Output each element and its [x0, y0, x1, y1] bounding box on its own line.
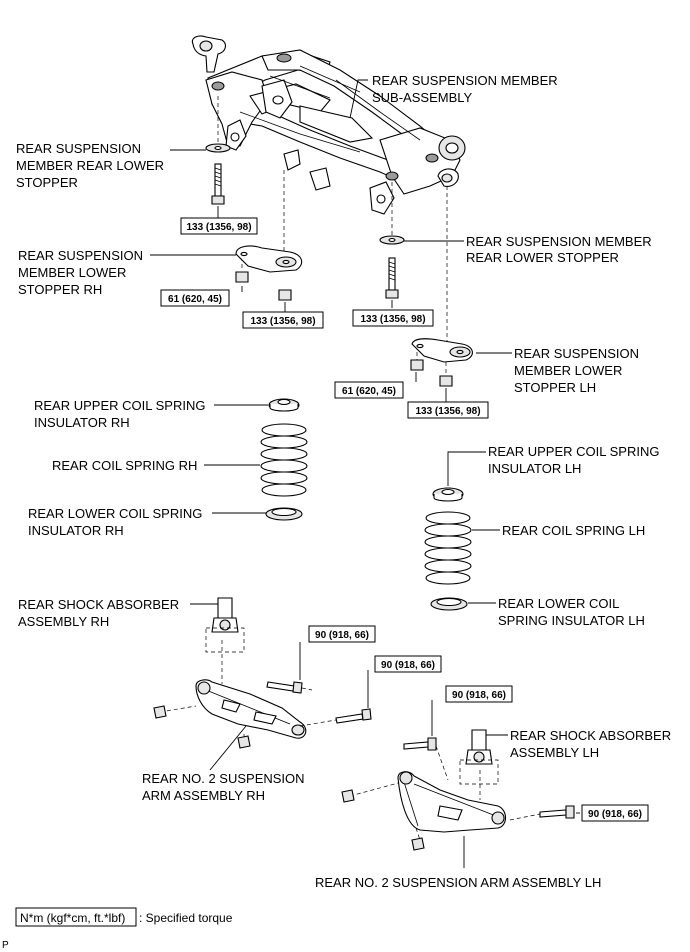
svg-text:REAR COIL SPRING LH: REAR COIL SPRING LH	[502, 523, 645, 538]
lower-coil-insulator-lh	[430, 597, 468, 611]
bolt-icon	[266, 681, 303, 694]
coil-spring-rh	[260, 423, 308, 497]
svg-text:REAR SUSPENSION: REAR SUSPENSION	[514, 346, 639, 361]
label-shock-absorber-rh: REAR SHOCK ABSORBER ASSEMBLY RH	[18, 597, 179, 629]
svg-text:REAR NO. 2 SUSPENSION: REAR NO. 2 SUSPENSION	[142, 771, 305, 786]
torque-legend: N*m (kgf*cm, ft.*lbf) : Specified torque	[15, 907, 233, 927]
shock-absorber-rh	[205, 597, 245, 653]
label-shock-absorber-lh: REAR SHOCK ABSORBER ASSEMBLY LH	[510, 728, 671, 760]
svg-text:MEMBER LOWER: MEMBER LOWER	[514, 363, 622, 378]
torque-box: 61 (620, 45)	[160, 289, 230, 307]
nut-icon	[410, 359, 453, 387]
svg-text:REAR SUSPENSION MEMBER: REAR SUSPENSION MEMBER	[372, 73, 558, 88]
svg-text:REAR SUSPENSION MEMBER: REAR SUSPENSION MEMBER	[466, 234, 652, 249]
svg-text:REAR UPPER COIL SPRING: REAR UPPER COIL SPRING	[34, 398, 205, 413]
member-rear-lower-stopper-left	[205, 143, 231, 153]
alignment-lines	[159, 96, 541, 841]
svg-text:133 (1356, 98): 133 (1356, 98)	[360, 314, 425, 325]
svg-text:90 (918, 66): 90 (918, 66)	[315, 630, 369, 641]
svg-text:REAR LOWER COIL SPRING: REAR LOWER COIL SPRING	[28, 506, 202, 521]
label-coil-spring-lh: REAR COIL SPRING LH	[502, 523, 645, 538]
svg-text:61 (620, 45): 61 (620, 45)	[342, 386, 396, 397]
torque-box: 90 (918, 66)	[581, 804, 649, 822]
figure-code: P	[2, 940, 9, 951]
label-arm-rh: REAR NO. 2 SUSPENSION ARM ASSEMBLY RH	[142, 771, 305, 803]
nut-icon	[235, 271, 292, 301]
svg-text:133 (1356, 98): 133 (1356, 98)	[186, 222, 251, 233]
svg-text:REAR UPPER COIL SPRING: REAR UPPER COIL SPRING	[488, 444, 659, 459]
label-lower-coil-insulator-rh: REAR LOWER COIL SPRING INSULATOR RH	[28, 506, 202, 538]
svg-text:REAR NO. 2 SUSPENSION ARM ASSE: REAR NO. 2 SUSPENSION ARM ASSEMBLY LH	[315, 875, 601, 890]
member-lower-stopper-rh	[235, 245, 303, 273]
legend-unit: N*m (kgf*cm, ft.*lbf)	[20, 911, 125, 925]
coil-spring-lh	[424, 511, 472, 585]
nut-icon	[153, 705, 251, 749]
torque-box: 133 (1356, 98)	[242, 311, 324, 329]
label-member-lower-stopper-rh: REAR SUSPENSION MEMBER LOWER STOPPER RH	[18, 248, 143, 297]
label-coil-spring-rh: REAR COIL SPRING RH	[52, 458, 197, 473]
svg-text:133 (1356, 98): 133 (1356, 98)	[250, 316, 315, 327]
svg-text:MEMBER REAR LOWER: MEMBER REAR LOWER	[16, 158, 164, 173]
svg-text:90 (918, 66): 90 (918, 66)	[588, 809, 642, 820]
svg-text:STOPPER LH: STOPPER LH	[514, 380, 596, 395]
leader-lines	[150, 79, 580, 868]
lower-coil-insulator-rh	[265, 507, 303, 521]
member-lower-stopper-lh	[411, 338, 473, 363]
svg-text:STOPPER RH: STOPPER RH	[18, 282, 102, 297]
bolt-icon	[385, 257, 399, 299]
bolt-icon	[403, 737, 437, 751]
svg-text:SPRING INSULATOR LH: SPRING INSULATOR LH	[498, 613, 645, 628]
svg-text:REAR LOWER STOPPER: REAR LOWER STOPPER	[466, 250, 619, 265]
bolt-icon	[539, 805, 575, 819]
label-upper-coil-insulator-rh: REAR UPPER COIL SPRING INSULATOR RH	[34, 398, 205, 430]
nut-icon	[341, 789, 425, 851]
torque-box: 61 (620, 45)	[334, 381, 404, 399]
label-member-subassembly: REAR SUSPENSION MEMBER SUB-ASSEMBLY	[372, 73, 558, 105]
suspension-arm-rh	[195, 679, 307, 739]
svg-text:90 (918, 66): 90 (918, 66)	[381, 660, 435, 671]
rear-suspension-member-subassembly	[191, 35, 466, 215]
torque-box: 90 (918, 66)	[374, 655, 442, 673]
legend-text: : Specified torque	[139, 911, 233, 925]
bolt-icon	[335, 708, 372, 724]
svg-text:INSULATOR LH: INSULATOR LH	[488, 461, 581, 476]
bolt-icon	[211, 163, 225, 205]
upper-coil-insulator-lh	[432, 487, 464, 502]
torque-box: 133 (1356, 98)	[180, 217, 258, 235]
svg-text:ASSEMBLY LH: ASSEMBLY LH	[510, 745, 599, 760]
svg-text:ASSEMBLY RH: ASSEMBLY RH	[18, 614, 109, 629]
label-lower-coil-insulator-lh: REAR LOWER COIL SPRING INSULATOR LH	[498, 596, 645, 628]
label-arm-lh: REAR NO. 2 SUSPENSION ARM ASSEMBLY LH	[315, 875, 601, 890]
svg-text:MEMBER LOWER: MEMBER LOWER	[18, 265, 126, 280]
svg-text:90 (918, 66): 90 (918, 66)	[452, 690, 506, 701]
svg-text:REAR LOWER COIL: REAR LOWER COIL	[498, 596, 619, 611]
label-upper-coil-insulator-lh: REAR UPPER COIL SPRING INSULATOR LH	[488, 444, 659, 476]
torque-box: 90 (918, 66)	[308, 625, 376, 643]
svg-text:INSULATOR RH: INSULATOR RH	[34, 415, 130, 430]
svg-text:REAR COIL SPRING RH: REAR COIL SPRING RH	[52, 458, 197, 473]
torque-box: 90 (918, 66)	[445, 685, 513, 703]
label-member-rear-lower-stopper-left: REAR SUSPENSION MEMBER REAR LOWER STOPPE…	[16, 141, 164, 190]
svg-text:STOPPER: STOPPER	[16, 175, 78, 190]
member-rear-lower-stopper-right	[379, 235, 405, 245]
shock-absorber-lh	[459, 729, 499, 785]
upper-coil-insulator-rh	[268, 398, 300, 412]
suspension-arm-lh	[397, 771, 507, 833]
svg-text:INSULATOR RH: INSULATOR RH	[28, 523, 124, 538]
svg-text:REAR SHOCK ABSORBER: REAR SHOCK ABSORBER	[510, 728, 671, 743]
svg-text:REAR SUSPENSION: REAR SUSPENSION	[16, 141, 141, 156]
label-member-rear-lower-stopper-right: REAR SUSPENSION MEMBER REAR LOWER STOPPE…	[466, 234, 652, 265]
svg-text:ARM ASSEMBLY RH: ARM ASSEMBLY RH	[142, 788, 265, 803]
svg-text:REAR SHOCK ABSORBER: REAR SHOCK ABSORBER	[18, 597, 179, 612]
torque-box: 133 (1356, 98)	[407, 401, 489, 419]
svg-text:61 (620, 45): 61 (620, 45)	[168, 294, 222, 305]
svg-text:133 (1356, 98): 133 (1356, 98)	[415, 406, 480, 417]
torque-box: 133 (1356, 98)	[352, 309, 434, 327]
svg-text:REAR SUSPENSION: REAR SUSPENSION	[18, 248, 143, 263]
svg-text:SUB-ASSEMBLY: SUB-ASSEMBLY	[372, 90, 473, 105]
label-member-lower-stopper-lh: REAR SUSPENSION MEMBER LOWER STOPPER LH	[514, 346, 639, 395]
